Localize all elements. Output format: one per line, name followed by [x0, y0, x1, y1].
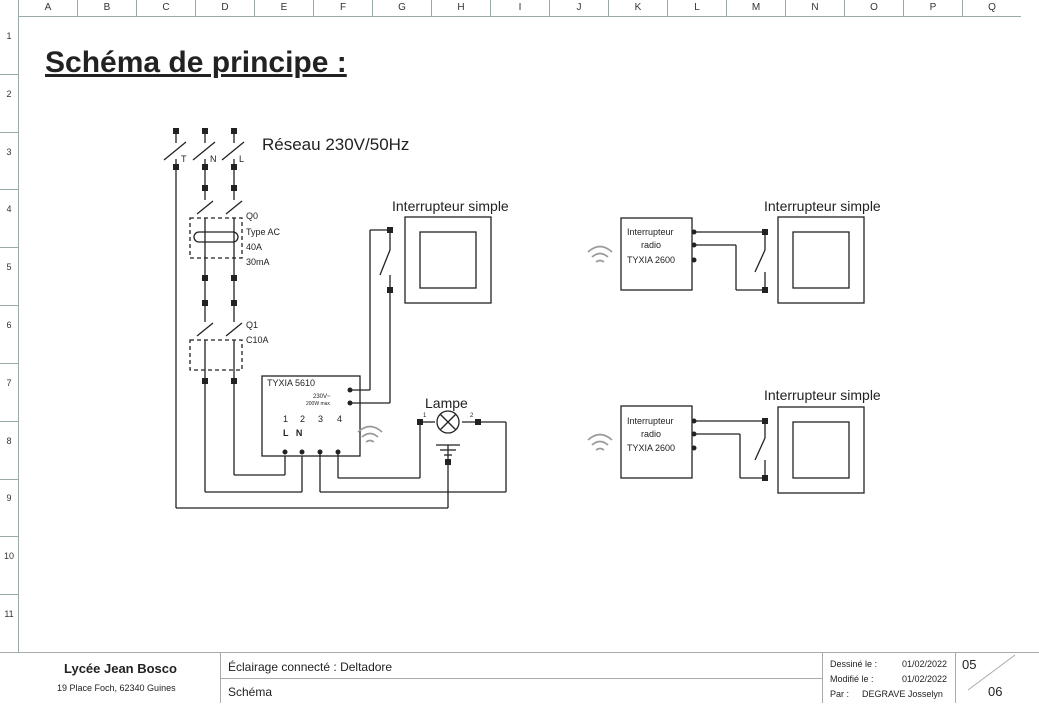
- q0-type: Type AC: [246, 227, 281, 237]
- column-label: C: [136, 0, 195, 16]
- q1-name: Q1: [246, 320, 258, 330]
- page-title: Schéma de principe :: [45, 46, 347, 79]
- radio1-line2: radio: [641, 240, 661, 250]
- switch-plate-1: [404, 216, 492, 304]
- row-divider: [0, 420, 18, 422]
- column-label: O: [844, 0, 903, 16]
- row-divider: [0, 131, 18, 133]
- author-label: Par :: [830, 689, 850, 699]
- switch-label-1: Interrupteur simple: [392, 198, 509, 214]
- lamp-pin-1: 1: [423, 413, 427, 419]
- column-label: N: [785, 0, 844, 16]
- row-divider: [0, 362, 18, 364]
- q0-breaker: [189, 200, 243, 259]
- module-terminal-4: 4: [337, 414, 342, 424]
- switch-label-2: Interrupteur simple: [764, 198, 881, 214]
- row-divider: [0, 305, 18, 307]
- lamp-label: Lampe: [425, 395, 468, 411]
- school-name: Lycée Jean Bosco: [64, 661, 177, 676]
- switch-plate-3: [777, 406, 865, 494]
- radio1-line3: TYXIA 2600: [627, 255, 675, 265]
- tyxia-5610-module: [261, 375, 361, 457]
- radio-module-1: [620, 217, 693, 291]
- row-divider: [0, 594, 18, 596]
- page-number: 05: [962, 657, 977, 672]
- document-type: Schéma: [228, 685, 273, 699]
- row-label: 6: [6, 320, 12, 330]
- column-label: M: [726, 0, 785, 16]
- school-address: 19 Place Foch, 62340 Guines: [57, 683, 176, 693]
- wifi-icon: [357, 245, 613, 451]
- page-total: 06: [988, 684, 1003, 699]
- phase-label-l: L: [239, 154, 244, 164]
- row-label: 7: [6, 377, 12, 388]
- row-label: 5: [6, 262, 12, 273]
- radio2-line3: TYXIA 2600: [627, 443, 675, 453]
- module-ln-label: L N: [283, 428, 302, 438]
- row-label: 4: [6, 204, 12, 215]
- row-divider: [0, 73, 18, 75]
- radio-module-2: [620, 405, 693, 479]
- modified-date: 01/02/2022: [902, 674, 948, 684]
- author-name: DEGRAVE Josselyn: [862, 689, 943, 699]
- column-label: I: [490, 0, 549, 16]
- terminal-dots: [173, 128, 768, 481]
- phase-label-t: T: [181, 154, 187, 164]
- drawn-label: Dessiné le :: [830, 659, 878, 669]
- column-label: P: [903, 0, 962, 16]
- q1-breaker: [189, 322, 243, 371]
- module-name: TYXIA 5610: [267, 378, 315, 388]
- lamp-symbol: [436, 410, 460, 434]
- column-label: H: [431, 0, 490, 16]
- row-label: 11: [4, 609, 14, 620]
- column-label: D: [195, 0, 254, 16]
- column-label: A: [18, 0, 77, 16]
- radio1-line1: Interrupteur: [627, 227, 674, 237]
- drawn-date: 01/02/2022: [902, 659, 948, 669]
- row-label: 8: [6, 435, 12, 446]
- phase-label-n: N: [210, 154, 217, 164]
- row-divider: [0, 536, 18, 538]
- lamp-pin-2: 2: [470, 413, 474, 419]
- module-spec-voltage: 230V~: [313, 394, 331, 400]
- column-label: K: [608, 0, 667, 16]
- network-label: Réseau 230V/50Hz: [262, 135, 409, 154]
- row-label: 3: [6, 146, 12, 157]
- row-label: 1: [6, 30, 12, 41]
- switch-plate-2: [777, 216, 865, 304]
- column-label: F: [313, 0, 372, 16]
- row-divider: [0, 189, 18, 191]
- modified-label: Modifié le :: [830, 674, 874, 684]
- column-label: B: [77, 0, 136, 16]
- row-header: 1 2 3 4 5 6 7 8 9 10 11: [0, 16, 19, 653]
- module-spec-power: 200W max: [306, 401, 330, 407]
- project-title: Éclairage connecté : Deltadore: [228, 660, 393, 674]
- radio2-line2: radio: [641, 429, 661, 439]
- column-label: E: [254, 0, 313, 16]
- column-label: G: [372, 0, 431, 16]
- column-label: L: [667, 0, 726, 16]
- row-divider: [0, 478, 18, 480]
- title-block: [0, 652, 1039, 704]
- row-label: 2: [6, 88, 12, 99]
- switch-label-3: Interrupteur simple: [764, 387, 881, 403]
- column-label: J: [549, 0, 608, 16]
- row-label: 10: [3, 551, 14, 562]
- module-terminal-2: 2: [300, 414, 305, 424]
- network-disconnect: [163, 141, 245, 161]
- column-label: Q: [962, 0, 1021, 16]
- q0-sensitivity: 30mA: [246, 257, 270, 267]
- q0-rating: 40A: [246, 242, 262, 252]
- module-terminal-3: 3: [318, 414, 323, 424]
- row-divider: [0, 247, 18, 249]
- radio2-line1: Interrupteur: [627, 416, 674, 426]
- q0-name: Q0: [246, 211, 258, 221]
- row-label: 9: [6, 493, 12, 504]
- q1-rating: C10A: [246, 335, 269, 345]
- module-terminal-1: 1: [283, 414, 288, 424]
